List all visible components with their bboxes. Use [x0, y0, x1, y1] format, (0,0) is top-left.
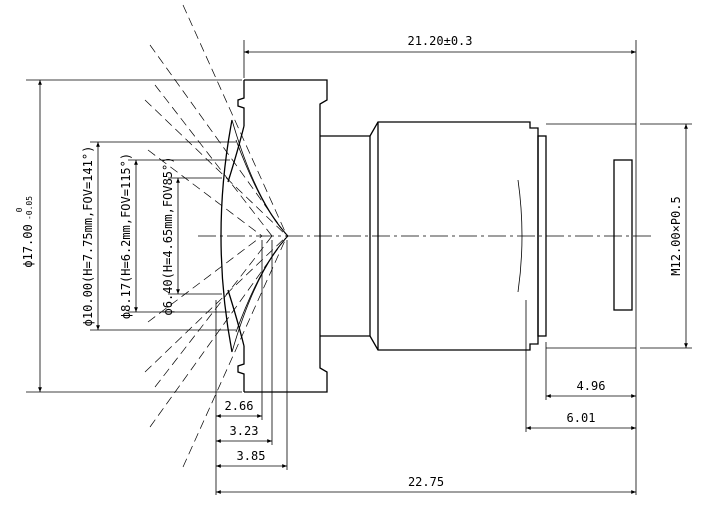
dim-outer-diameter-tol-lower: -0.05	[25, 196, 34, 220]
dimension-lines	[38, 50, 688, 494]
dim-3-85: 3.85	[237, 449, 266, 463]
dim-total-length-top: 21.20±0.3	[407, 34, 472, 48]
dim-outer-diameter-group: ϕ17.00 0 -0.05	[15, 196, 35, 268]
dim-6-01: 6.01	[567, 411, 596, 425]
dim-outer-diameter-tol-upper: 0	[15, 207, 24, 212]
main-body	[369, 121, 547, 351]
dim-outer-diameter: ϕ17.00	[21, 224, 35, 267]
dim-3-23: 3.23	[230, 424, 259, 438]
dim-total-length-bottom: 22.75	[408, 475, 444, 489]
dim-2-66: 2.66	[225, 399, 254, 413]
thread-region	[546, 123, 636, 349]
dim-fov-141: ϕ10.00(H=7.75mm,FOV=141°)	[81, 146, 95, 327]
dim-fov-115: ϕ8.17(H=6.2mm,FOV=115°)	[119, 153, 133, 319]
dim-fov-85: ϕ6.40(H=4.65mm,FOV85°)	[161, 157, 175, 316]
dim-4-96: 4.96	[577, 379, 606, 393]
dim-thread: M12.00×P0.5	[669, 196, 683, 275]
spacer-ring	[319, 135, 370, 337]
